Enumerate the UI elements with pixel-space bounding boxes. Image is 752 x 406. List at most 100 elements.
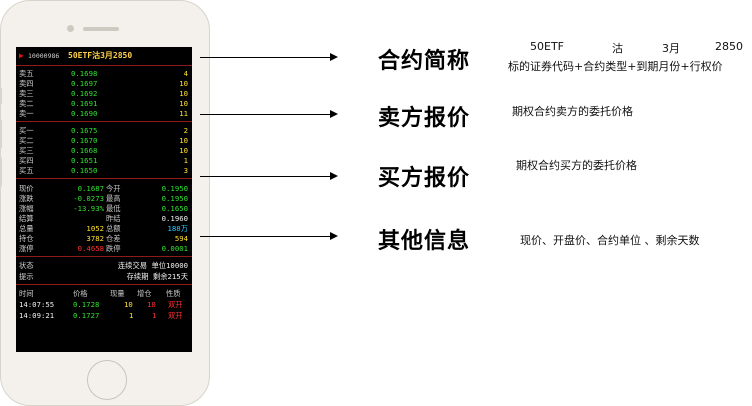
- buy-row: 买三 0.1668 10: [16, 146, 192, 155]
- buy-row: 买五 0.1650 3: [16, 166, 192, 175]
- annotation-title: 卖方报价: [378, 106, 471, 131]
- buy-label: 买四: [19, 156, 34, 165]
- option-quote-screen: ▶ 10000986 50ETF沽3月2850 卖五 0.1698 4 卖四 0…: [16, 47, 192, 352]
- sell-row: 卖一 0.1690 11: [16, 109, 192, 118]
- tick-row: 14:09:21 0.1727 1 1 双开: [16, 311, 192, 320]
- stat-value: 594: [174, 234, 188, 243]
- divider: [16, 256, 192, 257]
- buy-label: 买二: [19, 136, 34, 145]
- tick-price: 0.1728: [73, 300, 100, 309]
- sell-price: 0.1692: [71, 89, 98, 98]
- sell-label: 卖一: [19, 109, 34, 118]
- stat-value: 0.4658: [77, 244, 104, 253]
- hint-value: 存续期 剩余215天: [126, 272, 188, 281]
- sell-label: 卖二: [19, 99, 34, 108]
- buy-price: 0.1668: [71, 146, 98, 155]
- sell-price: 0.1691: [71, 99, 98, 108]
- stat-label: 持仓: [19, 234, 34, 243]
- sell-row: 卖二 0.1691 10: [16, 99, 192, 108]
- contract-name: 50ETF沽3月2850: [68, 51, 133, 60]
- buy-label: 买一: [19, 126, 34, 135]
- annotation-desc: 期权合约买方的委托价格: [516, 159, 637, 172]
- sell-price: 0.1698: [71, 69, 98, 78]
- annotation-title: 买方报价: [378, 166, 471, 191]
- tick-header-price: 价格: [73, 289, 88, 298]
- buy-row: 买四 0.1651 1: [16, 156, 192, 165]
- arrow-line: [200, 176, 332, 177]
- stat-value: 3782: [86, 234, 104, 243]
- tick-volume: 1: [129, 311, 134, 320]
- sell-qty: 10: [179, 99, 188, 108]
- stat-label: 总量: [19, 224, 34, 233]
- stat-label: 今开: [106, 184, 121, 193]
- stat-label: 涨跌: [19, 194, 34, 203]
- annotation-desc: 标的证券代码+合约类型+到期月份+行权价: [508, 60, 723, 73]
- hint-row: 提示 存续期 剩余215天: [16, 272, 192, 281]
- volume-down-button: [0, 157, 2, 187]
- stat-value: -13.93%: [73, 204, 104, 213]
- mute-switch: [0, 87, 2, 105]
- tick-row: 14:07:55 0.1728 10 10 双开: [16, 300, 192, 309]
- stat-value: 1052: [86, 224, 104, 233]
- buy-qty: 3: [183, 166, 188, 175]
- tick-header-time: 时间: [19, 289, 34, 298]
- tick-change: 1: [152, 311, 157, 320]
- stat-label: 现价: [19, 184, 34, 193]
- tick-header-volume: 现量: [110, 289, 125, 298]
- stat-label: 最低: [106, 204, 121, 213]
- play-arrow-icon: ▶: [19, 51, 24, 60]
- stat-row: 结算 昨结 0.1960: [16, 214, 192, 223]
- hint-label: 提示: [19, 272, 34, 281]
- stat-value: 188万: [167, 224, 188, 233]
- arrow-head-icon: [330, 172, 338, 180]
- tick-volume: 10: [124, 300, 133, 309]
- arrow-head-icon: [330, 53, 338, 61]
- stat-row: 总量 1052 总额 188万: [16, 224, 192, 233]
- sell-qty: 4: [183, 69, 188, 78]
- sell-row: 卖四 0.1697 10: [16, 79, 192, 88]
- sell-price: 0.1690: [71, 109, 98, 118]
- stat-label: 涨停: [19, 244, 34, 253]
- status-label: 状态: [19, 261, 34, 270]
- annotation-title: 合约简称: [378, 49, 471, 74]
- speaker-grille: [83, 27, 119, 31]
- arrow-head-icon: [330, 110, 338, 118]
- buy-qty: 10: [179, 136, 188, 145]
- buy-price: 0.1651: [71, 156, 98, 165]
- sell-label: 卖四: [19, 79, 34, 88]
- stat-value: 0.1950: [161, 184, 188, 193]
- sell-label: 卖五: [19, 69, 34, 78]
- stat-row: 涨跌 -0.0273 最高 0.1950: [16, 194, 192, 203]
- stat-row: 持仓 3782 仓差 594: [16, 234, 192, 243]
- home-button[interactable]: [87, 360, 127, 400]
- stat-label: 跌停: [106, 244, 121, 253]
- sell-qty: 10: [179, 89, 188, 98]
- tick-time: 14:09:21: [19, 311, 55, 320]
- stat-label: 涨幅: [19, 204, 34, 213]
- tick-change: 10: [147, 300, 156, 309]
- divider: [16, 65, 192, 66]
- stat-value: -0.0273: [73, 194, 104, 203]
- buy-label: 买三: [19, 146, 34, 155]
- divider: [16, 284, 192, 285]
- stat-label: 昨结: [106, 214, 121, 223]
- stat-row: 涨停 0.4658 跌停 0.0001: [16, 244, 192, 253]
- buy-qty: 10: [179, 146, 188, 155]
- stat-label: 仓差: [106, 234, 121, 243]
- buy-label: 买五: [19, 166, 34, 175]
- buy-qty: 1: [183, 156, 188, 165]
- volume-up-button: [0, 119, 2, 149]
- breakdown-month: 3月: [662, 42, 680, 55]
- annotation-desc: 现价、开盘价、合约单位 、剩余天数: [520, 234, 700, 247]
- breakdown-underlying: 50ETF: [530, 40, 564, 53]
- tick-nature: 双开: [168, 300, 183, 309]
- sell-qty: 11: [179, 109, 188, 118]
- phone-frame: ▶ 10000986 50ETF沽3月2850 卖五 0.1698 4 卖四 0…: [0, 0, 210, 406]
- stat-row: 涨幅 -13.93% 最低 0.1650: [16, 204, 192, 213]
- stat-value: 0.1960: [161, 214, 188, 223]
- sell-price: 0.1697: [71, 79, 98, 88]
- stat-value: 0.1687: [77, 184, 104, 193]
- contract-title-bar[interactable]: ▶ 10000986 50ETF沽3月2850: [16, 51, 192, 63]
- buy-row: 买一 0.1675 2: [16, 126, 192, 135]
- breakdown-strike: 2850: [715, 40, 743, 53]
